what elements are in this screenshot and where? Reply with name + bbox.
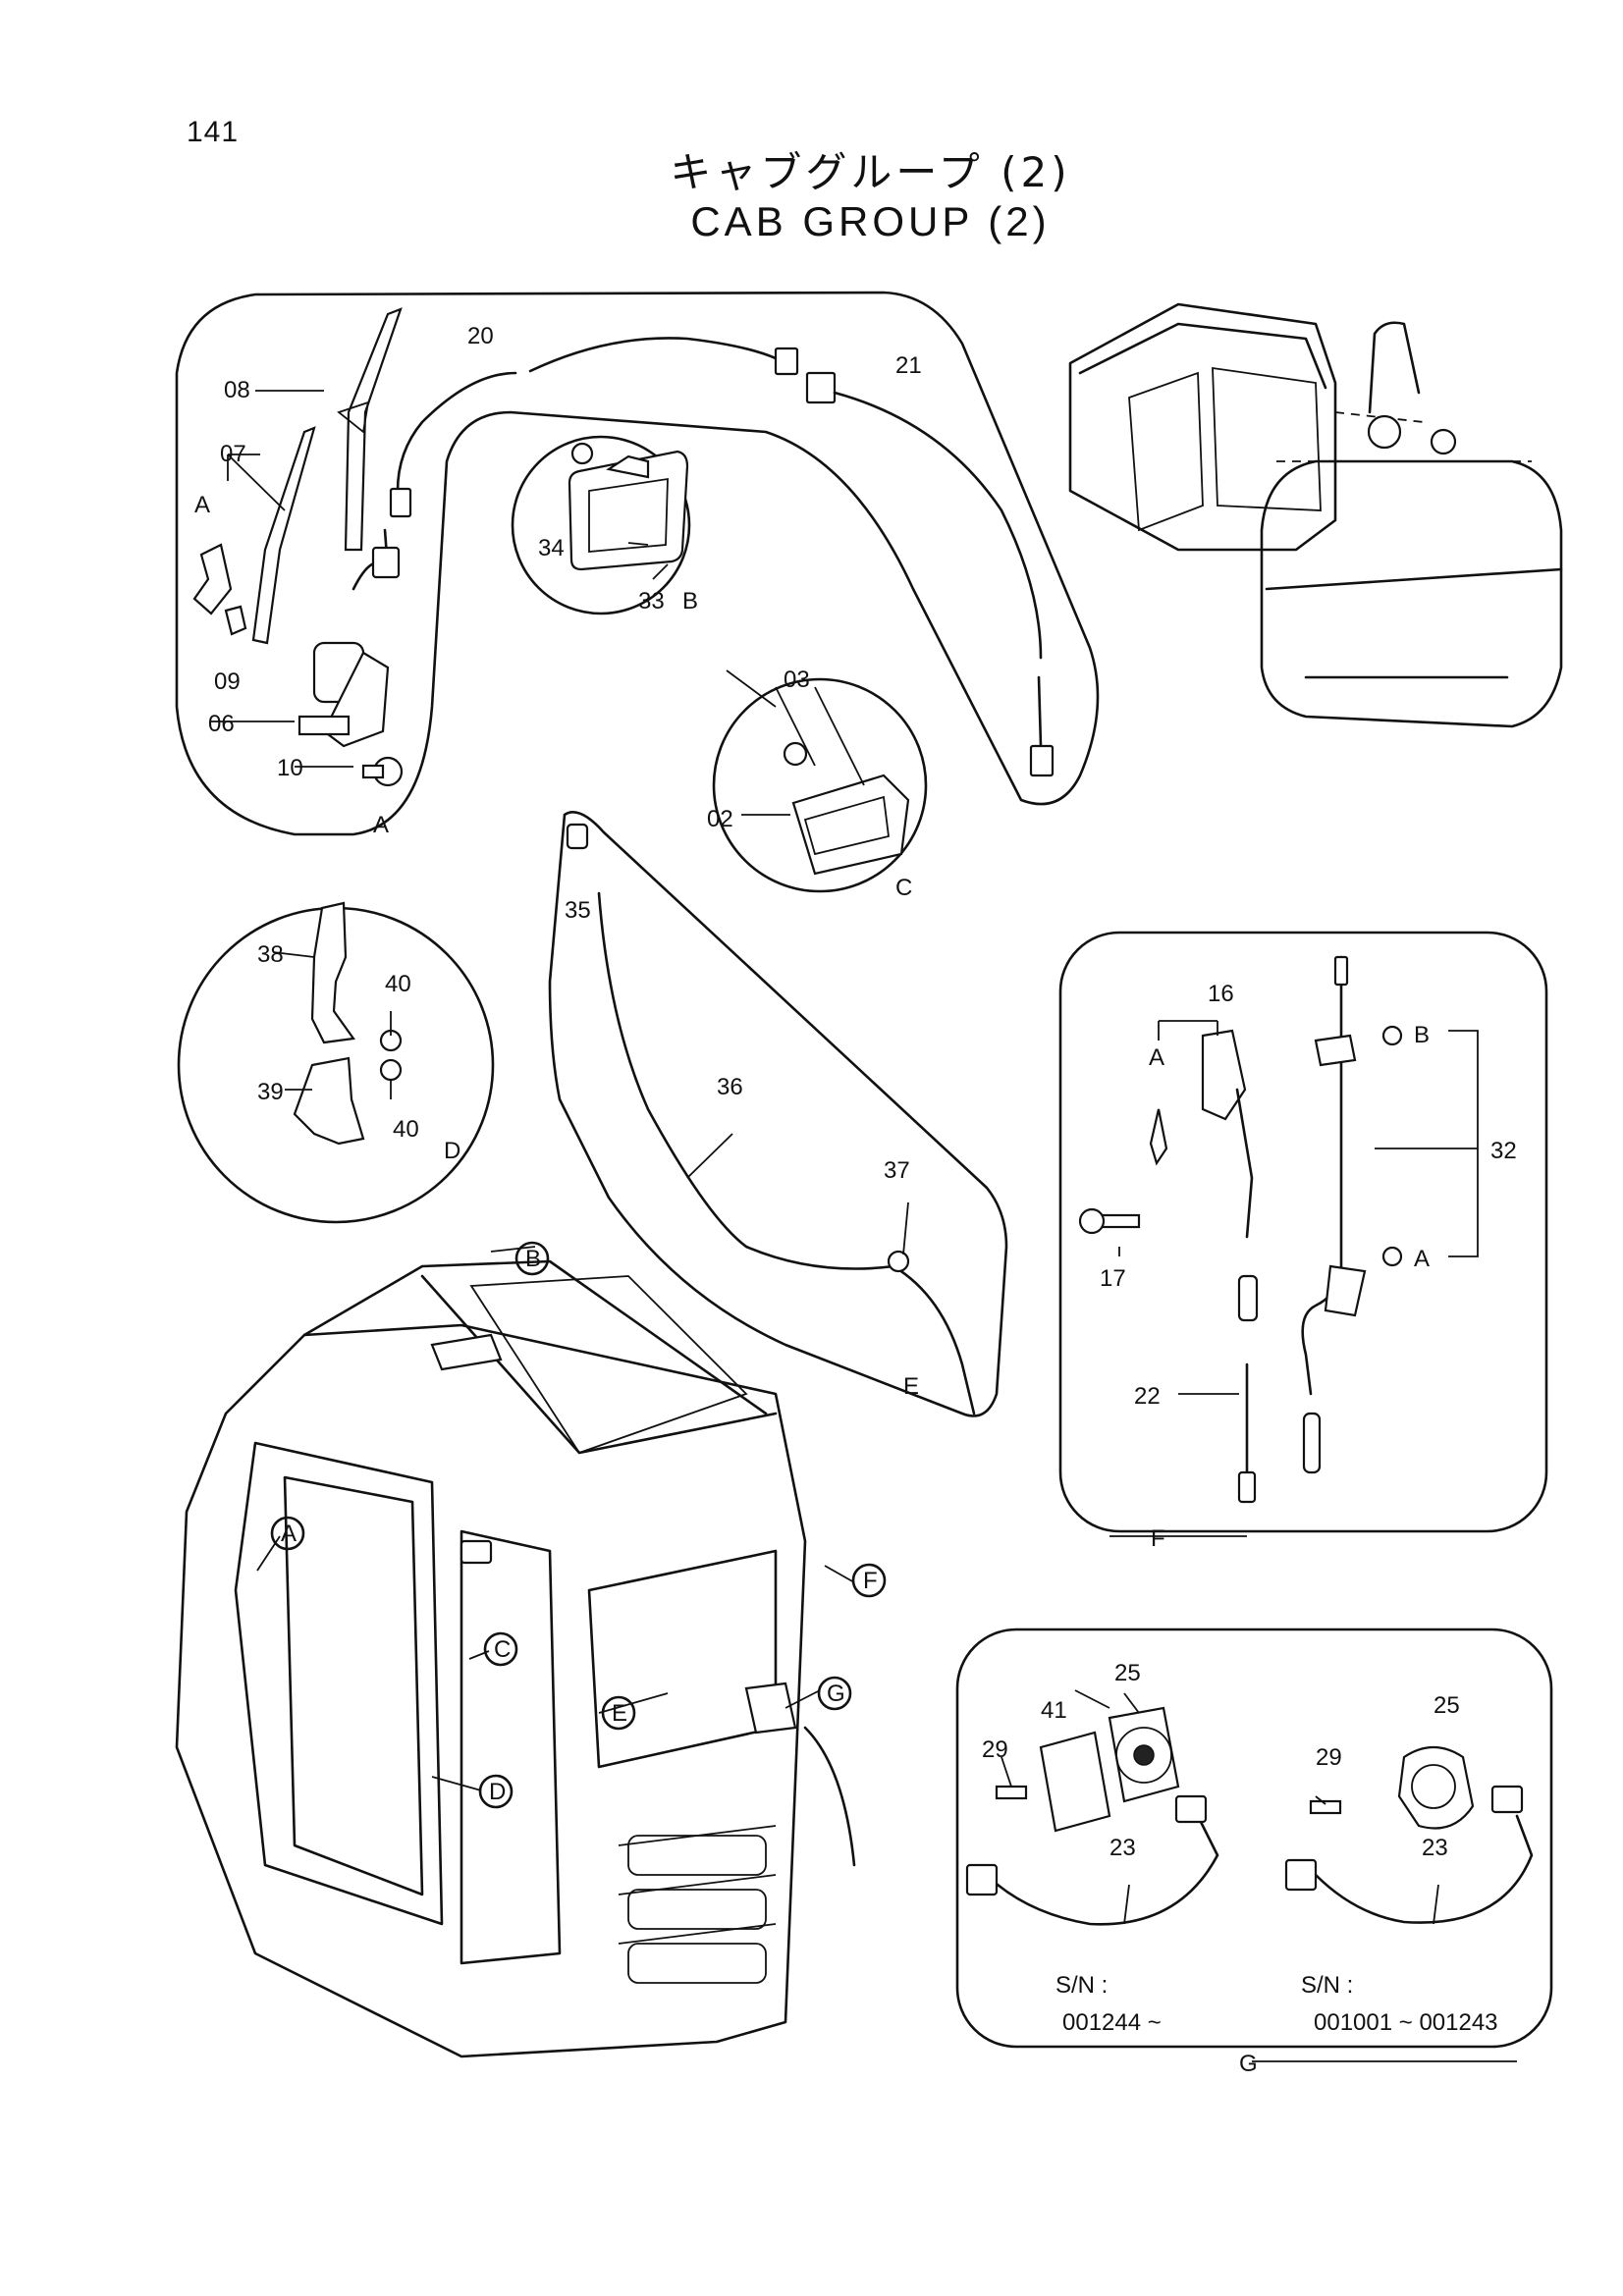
group-enclosure-top [175, 291, 1100, 836]
label-25-right: 25 [1434, 1692, 1460, 1719]
label-a-wiper: A [194, 492, 210, 518]
label-29-right: 29 [1316, 1744, 1342, 1771]
label-sn-right-value: 001001 ~ 001243 [1314, 2009, 1498, 2036]
label-d-catch: D [444, 1138, 460, 1164]
cab-marker-f-text: F [863, 1568, 878, 1594]
label-33: 33 [638, 588, 665, 614]
antenna-32 [1301, 955, 1343, 1396]
label-sn-left: S/N : [1055, 1972, 1108, 1999]
label-25-left: 25 [1114, 1660, 1141, 1686]
label-06: 06 [208, 711, 235, 737]
label-40-top: 40 [385, 971, 411, 997]
title-japanese: キャブグループ (2) [670, 148, 1071, 196]
seal-36 [597, 891, 976, 1415]
label-sn-right: S/N : [1301, 1972, 1353, 1999]
cab-marker-a-text: A [281, 1521, 297, 1547]
label-b-mirror: B [682, 588, 698, 614]
label-32: 32 [1490, 1138, 1517, 1164]
leader-lines [211, 390, 1517, 2062]
label-08: 08 [224, 377, 250, 403]
antenna-detail-box [1058, 931, 1548, 1533]
harness-23a [990, 1814, 1219, 1926]
cab-marker-a [270, 1516, 305, 1551]
screw-03 [783, 741, 808, 767]
cab-marker-c [483, 1631, 518, 1667]
room-light-detail-circle [712, 677, 928, 893]
label-g-speaker: G [1239, 2051, 1258, 2077]
screw-29a [995, 1785, 1028, 1800]
grommet-37 [887, 1250, 910, 1273]
label-38: 38 [257, 941, 284, 968]
label-23-left: 23 [1109, 1835, 1136, 1861]
cab-marker-d [478, 1774, 514, 1809]
cab-assembly [175, 1259, 856, 2058]
label-34: 34 [538, 535, 565, 561]
label-10: 10 [277, 755, 303, 781]
speaker-plate-41 [1039, 1731, 1111, 1833]
bracket-a [192, 543, 233, 615]
label-e-seal: E [903, 1373, 919, 1400]
title-english: CAB GROUP (2) [690, 198, 1051, 244]
screw-29b [1309, 1799, 1342, 1815]
label-23-right: 23 [1422, 1835, 1448, 1861]
label-a-bottom: A [373, 812, 389, 838]
label-a-antenna: A [1149, 1044, 1164, 1071]
room-light-02 [791, 774, 910, 876]
harness-23b [1314, 1814, 1534, 1924]
label-b-antenna: B [1414, 1022, 1430, 1048]
label-f-antenna: F [1151, 1525, 1165, 1552]
cab-marker-g-text: G [827, 1681, 845, 1707]
label-07: 07 [220, 441, 246, 467]
label-39: 39 [257, 1079, 284, 1105]
label-a-antenna-lower: A [1414, 1246, 1430, 1272]
cab-marker-g [817, 1676, 852, 1711]
label-21: 21 [895, 352, 922, 379]
cab-marker-c-text: C [494, 1636, 511, 1663]
label-17: 17 [1100, 1265, 1126, 1292]
wiper-blade-08 [344, 307, 403, 552]
label-16: 16 [1208, 981, 1234, 1007]
label-40-bottom: 40 [393, 1116, 419, 1143]
page-number: 141 [187, 116, 240, 148]
cab-marker-b-text: B [525, 1246, 541, 1272]
label-c-light: C [895, 875, 912, 901]
cab-marker-e-text: E [612, 1700, 627, 1727]
label-sn-left-value: 001244 ~ [1062, 2009, 1162, 2036]
mirror-detail-circle [511, 435, 691, 615]
screw-34 [570, 442, 594, 465]
label-36: 36 [717, 1074, 743, 1100]
speaker-detail-box [955, 1628, 1553, 2049]
label-29-left: 29 [982, 1736, 1008, 1763]
harness-21 [833, 391, 1043, 660]
harness-20 [396, 371, 517, 493]
cab-marker-f [851, 1563, 887, 1598]
label-41: 41 [1041, 1697, 1067, 1724]
seal-enclosure [548, 811, 1008, 1417]
label-37: 37 [884, 1157, 910, 1184]
label-22: 22 [1134, 1383, 1161, 1410]
cab-marker-e [601, 1695, 636, 1731]
screw-09 [224, 605, 247, 636]
excavator-overview [1068, 302, 1563, 728]
wiper-arm-07 [251, 426, 316, 645]
label-20: 20 [467, 323, 494, 349]
speaker-25b [1397, 1746, 1475, 1830]
label-03: 03 [784, 667, 810, 693]
label-02: 02 [707, 806, 733, 832]
cab-marker-d-text: D [489, 1779, 506, 1805]
label-35: 35 [565, 897, 591, 924]
cab-marker-b [514, 1241, 550, 1276]
catch-plate-39 [293, 1056, 365, 1146]
label-09: 09 [214, 668, 241, 695]
catch-38 [310, 901, 355, 1044]
radio-antenna-module-16 [1201, 1029, 1247, 1121]
screw-40b [379, 1058, 403, 1082]
